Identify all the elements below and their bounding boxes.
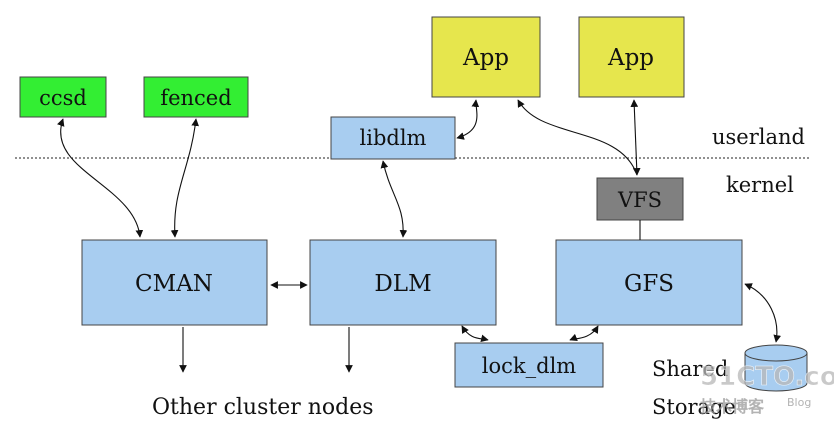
arrow-dlm-lockdlm xyxy=(461,325,489,343)
gfs-box: GFS xyxy=(555,239,743,326)
arrow-gfs-storage xyxy=(744,283,782,343)
dlm-box: DLM xyxy=(309,239,497,326)
app-box-2: App xyxy=(578,16,685,98)
vfs-label: VFS xyxy=(617,188,662,212)
lock-dlm-label: lock_dlm xyxy=(482,354,577,378)
app-label-2: App xyxy=(607,45,654,71)
shared-storage-disk-icon xyxy=(744,344,808,392)
fenced-box: fenced xyxy=(143,76,249,118)
ccsd-label: ccsd xyxy=(39,86,87,110)
other-cluster-nodes-label: Other cluster nodes xyxy=(152,395,374,420)
arrow-app2-vfs xyxy=(630,99,641,176)
arrow-libdlm-app xyxy=(456,99,480,140)
arrow-libdlm-dlm xyxy=(380,160,408,238)
gfs-label: GFS xyxy=(624,271,674,297)
ccsd-box: ccsd xyxy=(19,76,107,118)
connector-arrows xyxy=(57,99,782,373)
cman-label: CMAN xyxy=(135,271,213,297)
cman-box: CMAN xyxy=(81,239,268,326)
lock-dlm-box: lock_dlm xyxy=(454,342,604,388)
arrow-fenced-cman xyxy=(170,118,200,238)
userland-label: userland xyxy=(712,125,805,149)
app-box-1: App xyxy=(431,16,541,98)
watermark-logo: 51CTO.com 技术博客 Blog xyxy=(700,362,834,416)
arrow-gfs-lockdlm xyxy=(569,325,599,342)
watermark-site: 51CTO.com xyxy=(700,362,834,392)
watermark-blog: Blog xyxy=(787,396,811,409)
app-label-1: App xyxy=(462,45,509,71)
libdlm-box: libdlm xyxy=(330,116,456,160)
kernel-label: kernel xyxy=(726,173,794,197)
shared-storage-label-line2: Storage xyxy=(652,395,736,419)
fenced-label: fenced xyxy=(160,86,231,110)
vfs-box: VFS xyxy=(596,177,684,221)
libdlm-label: libdlm xyxy=(360,126,427,150)
watermark-sub: 技术博客 xyxy=(700,397,765,416)
dlm-label: DLM xyxy=(374,271,431,297)
arrow-app1-vfs xyxy=(517,99,638,176)
shared-storage-label-line1: Shared xyxy=(652,357,728,381)
arrow-ccsd-cman xyxy=(57,118,144,238)
